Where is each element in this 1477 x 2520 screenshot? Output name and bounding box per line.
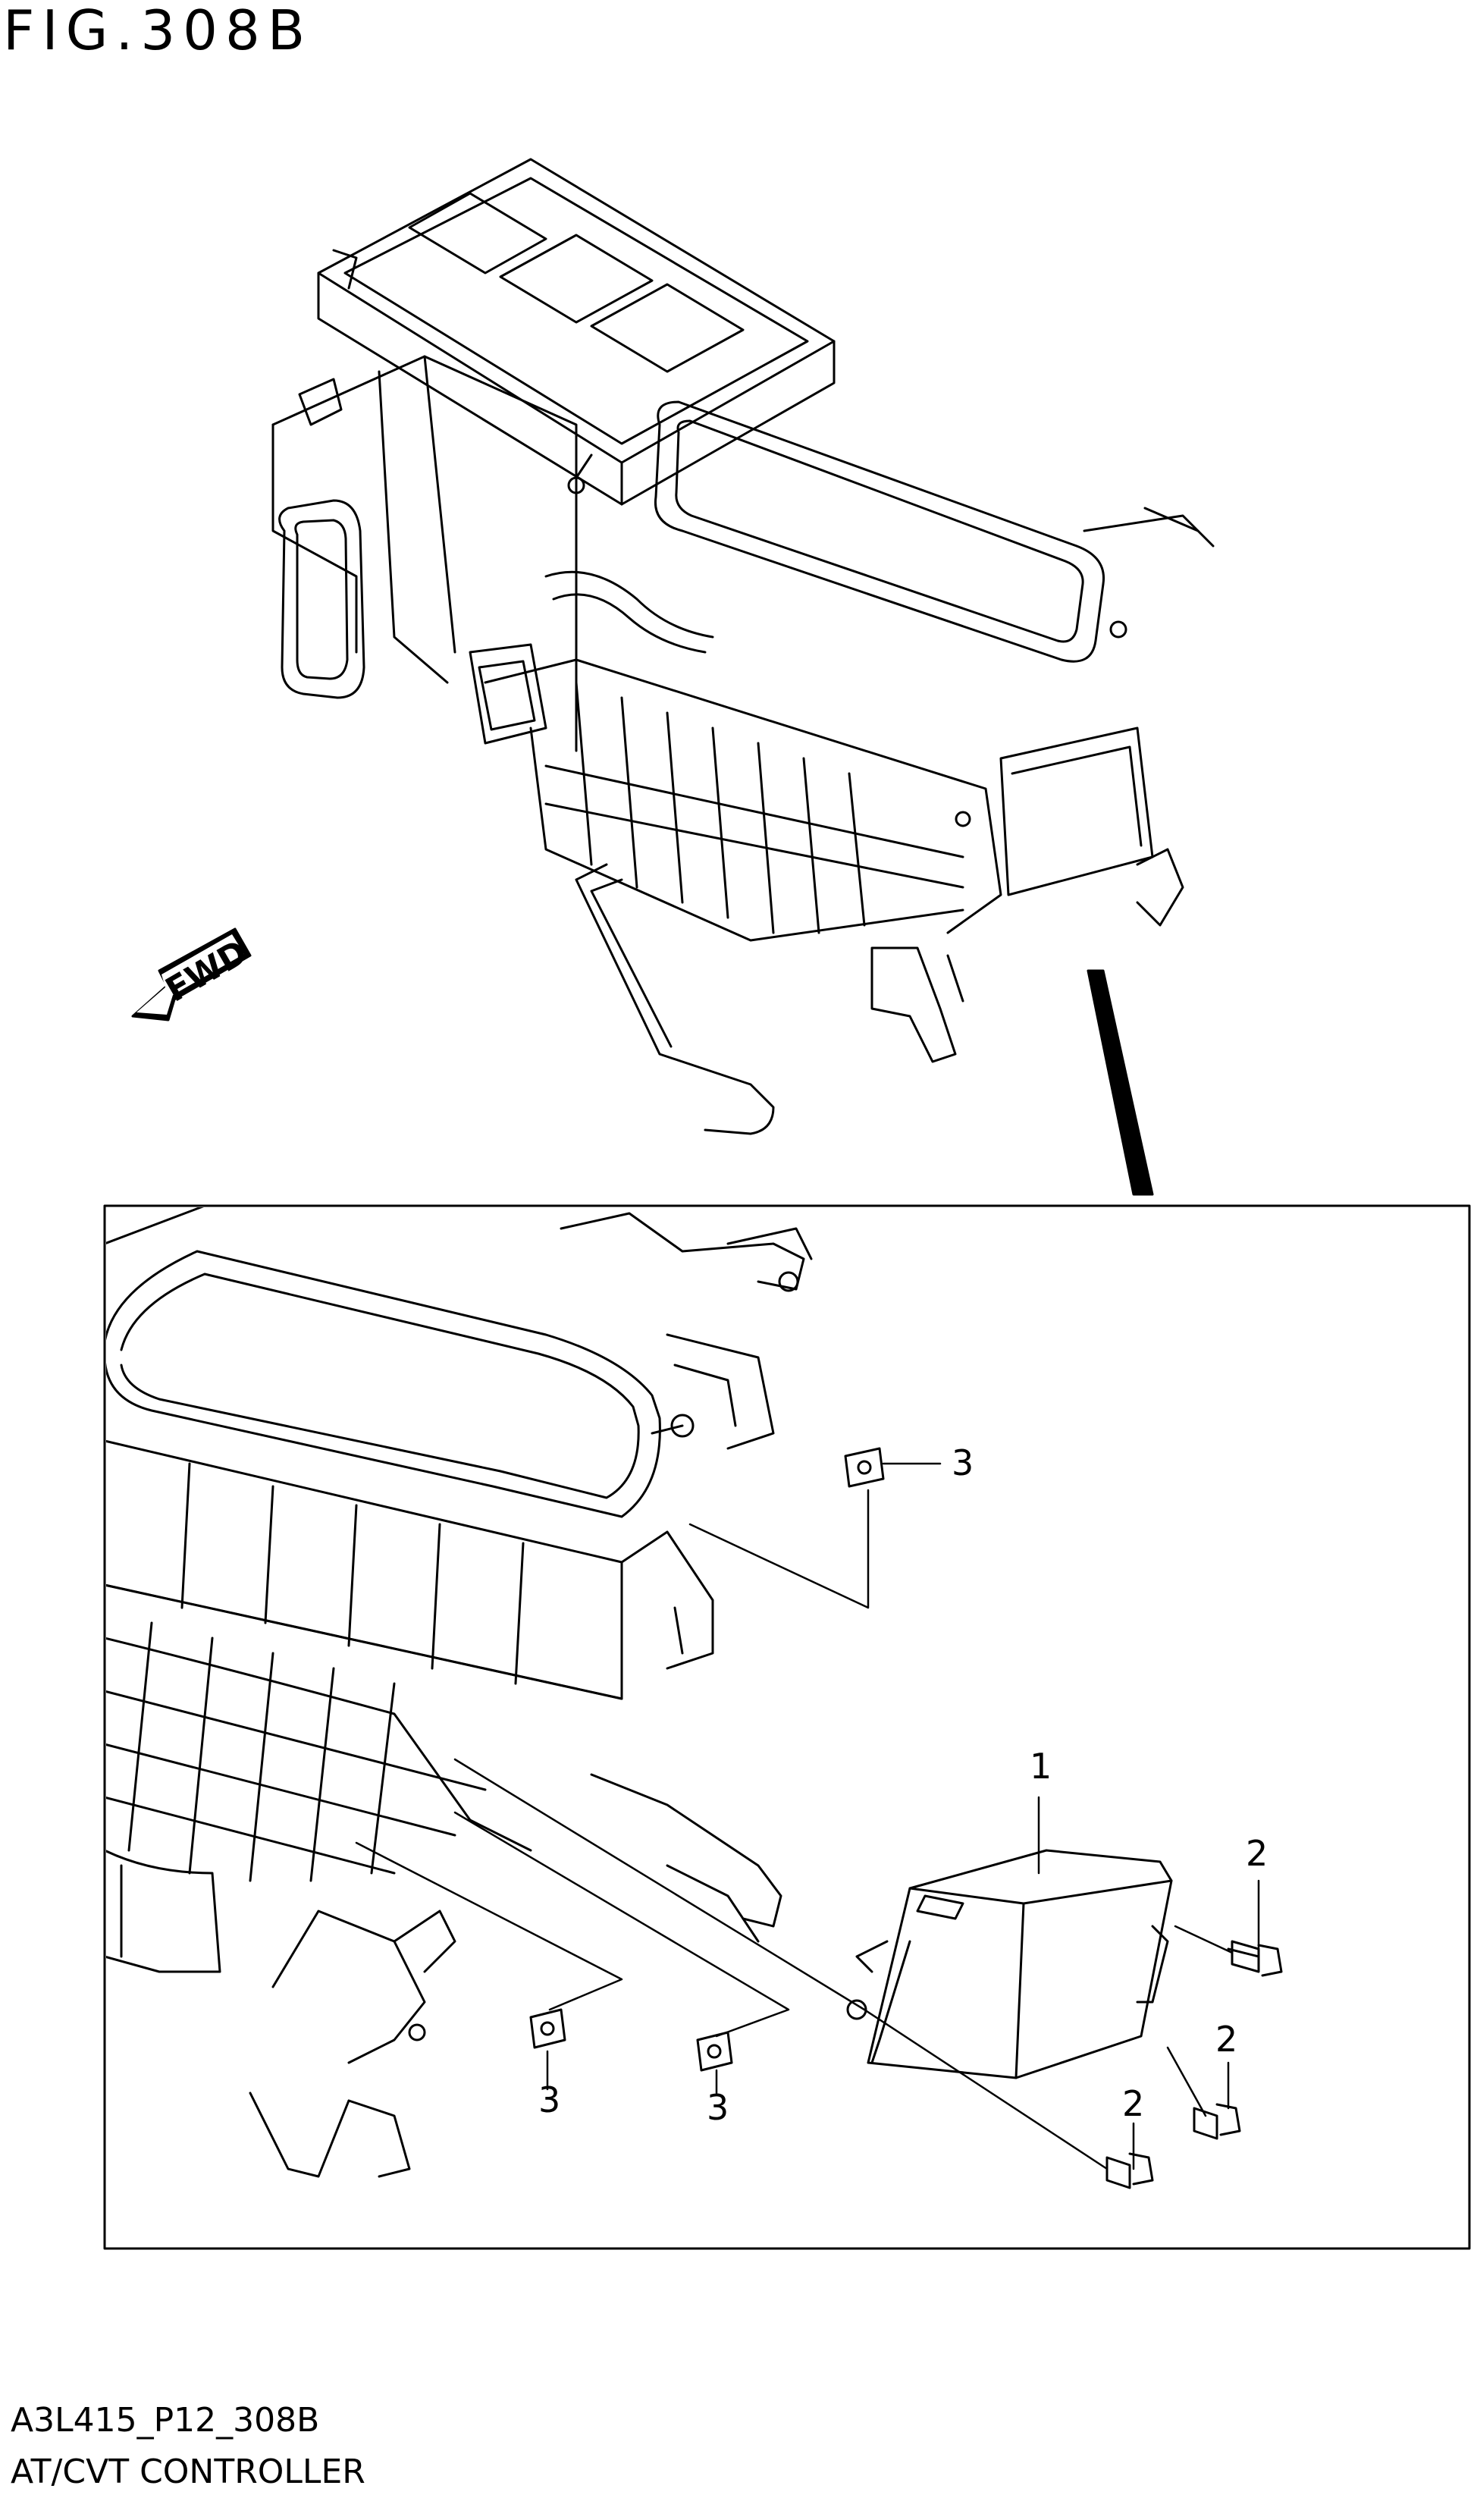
detail-frame (103, 1204, 1471, 2250)
hvac-unit-overview (271, 158, 1215, 1135)
diagram-code: A3L415_P12_308B (11, 2401, 320, 2440)
detail-pointer (1087, 969, 1154, 1196)
callout-2: 2 (1122, 2083, 1144, 2124)
callout-3: 3 (707, 2087, 729, 2128)
controller-unit (846, 1849, 1173, 2079)
clip-icon (844, 1447, 885, 1488)
callout-2: 2 (1246, 1833, 1268, 1874)
callout-3: 3 (952, 1442, 974, 1483)
clip-icon (529, 2008, 566, 2049)
bolt-icon (1105, 2152, 1154, 2189)
clip-icon (696, 2031, 733, 2072)
bolt-icon (1227, 1940, 1283, 1977)
callout-2: 2 (1215, 2019, 1237, 2060)
leader-lines (355, 1462, 1260, 2170)
forward-arrow-icon: FWD (131, 927, 254, 1021)
callout-1: 1 (1030, 1746, 1052, 1787)
callout-3: 3 (538, 2079, 560, 2120)
figure-title: FIG.308B (3, 0, 313, 62)
bolt-icon (1193, 2103, 1241, 2140)
diagram-caption: AT/CVT CONTROLLER (11, 2453, 365, 2491)
hvac-unit-detail (106, 1207, 813, 2178)
